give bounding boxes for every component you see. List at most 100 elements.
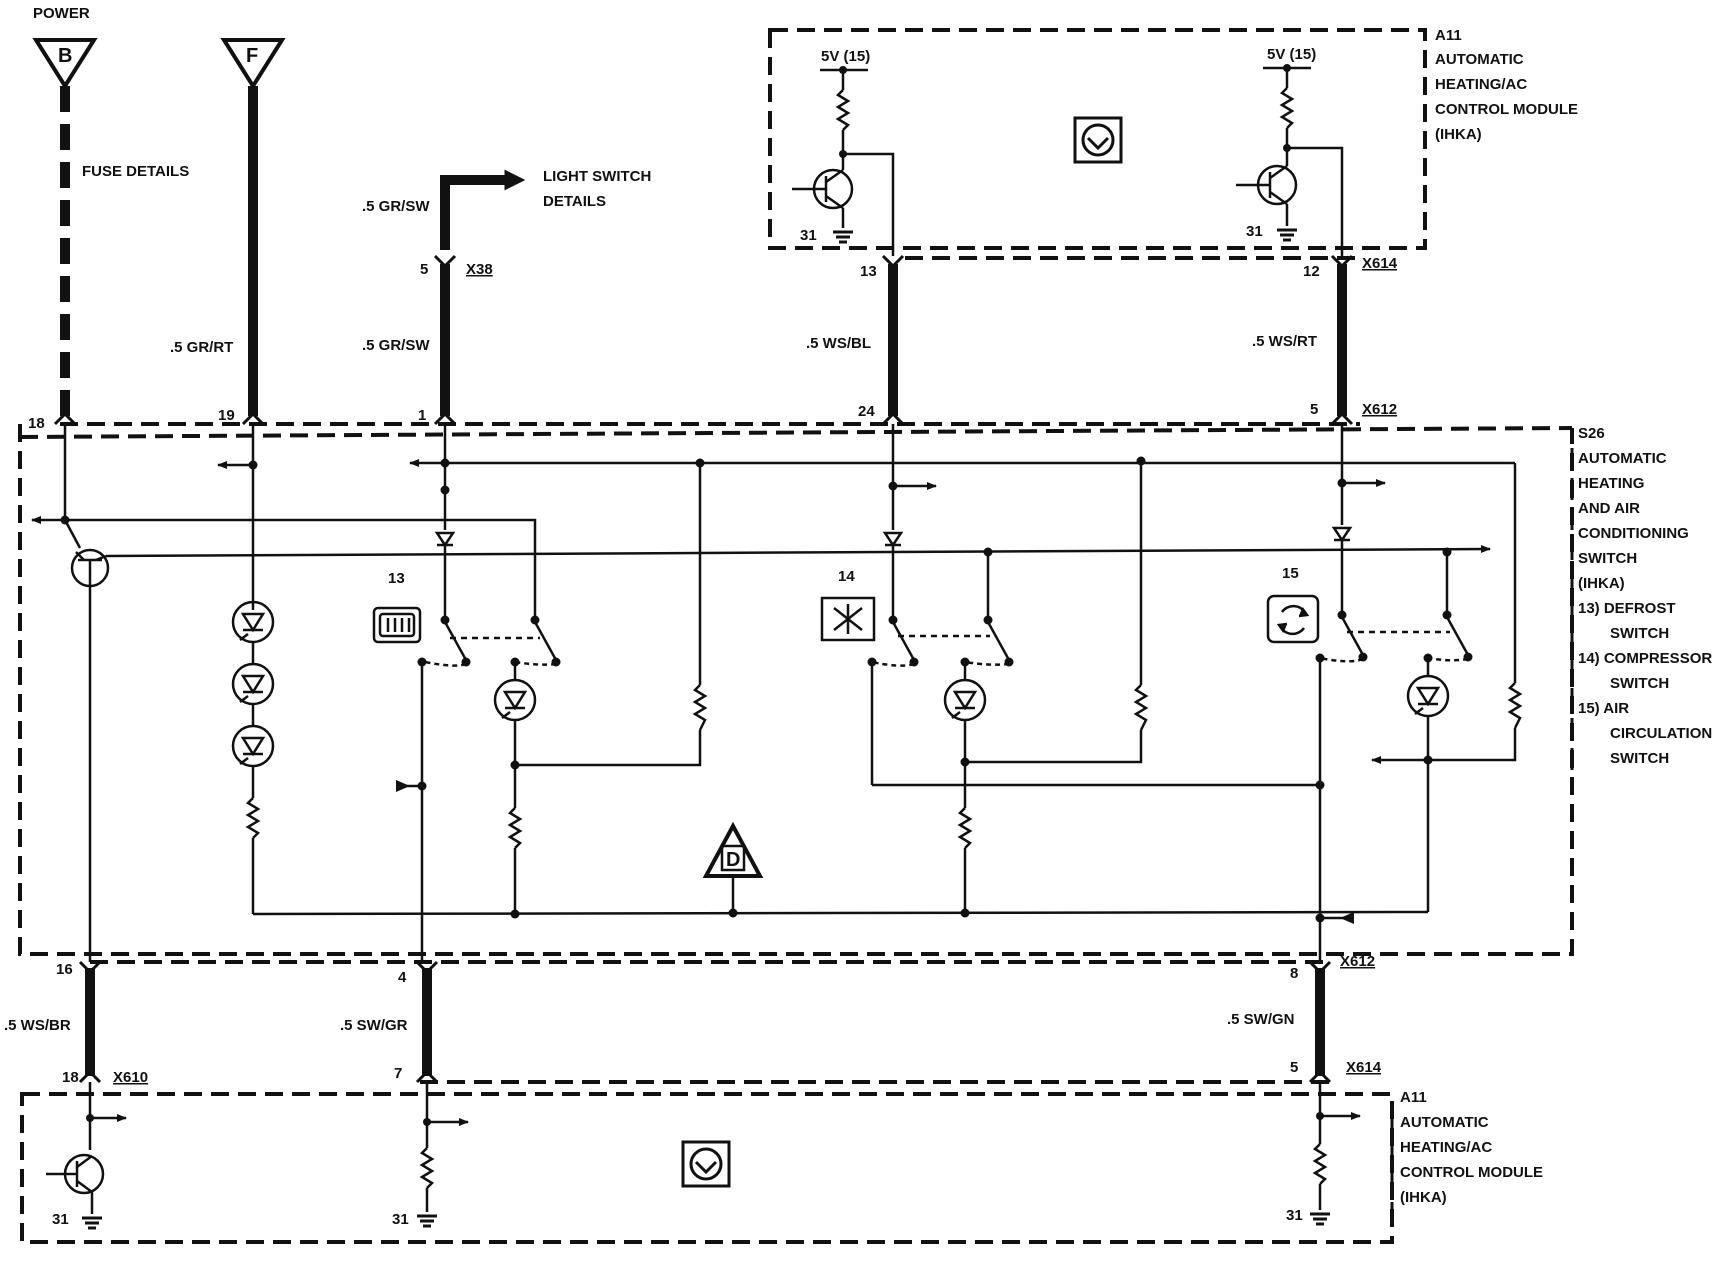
module-bottom-line-4: (IHKA) [1400, 1189, 1447, 1206]
ground-label-top-right: 31 [1246, 223, 1263, 240]
connector-chevron-icon [415, 1069, 439, 1084]
diode-icon [434, 531, 456, 548]
ground-label-bottom-1: 31 [52, 1211, 69, 1228]
indicator-led-icon [231, 662, 275, 706]
pullup-resistor-left [835, 89, 851, 131]
transistor-icon [63, 1153, 105, 1195]
pin-s26-19: 19 [218, 407, 235, 424]
connector-x612-top: X612 [1362, 401, 1397, 418]
ground-icon [833, 230, 853, 244]
control-module-symbol-icon [681, 1140, 731, 1188]
pin-a11-12: 12 [1303, 263, 1320, 280]
legend-compressor-switch: SWITCH [1610, 675, 1669, 692]
connector-x610: X610 [113, 1069, 148, 1086]
switch-unit-line-3: AND AIR [1578, 500, 1640, 517]
module-top-line-3: CONTROL MODULE [1435, 101, 1578, 118]
wire-label-gr-sw-lower: .5 GR/SW [362, 337, 430, 354]
transistor-icon [70, 548, 110, 588]
wire-label-gr-rt: .5 GR/RT [170, 339, 233, 356]
legend-air: 15) AIR [1578, 700, 1629, 717]
air-circulation-icon [1266, 594, 1320, 644]
defrost-led-resistor [507, 807, 523, 849]
indicator-led-icon [231, 724, 275, 768]
switch-unit-line-6: (IHKA) [1578, 575, 1625, 592]
compressor-resistor [1133, 684, 1149, 731]
power-terminal-b: B [32, 38, 98, 90]
supply-label-right: 5V (15) [1267, 46, 1316, 63]
connector-chevron-icon [78, 960, 102, 975]
module-top-outline [768, 28, 1427, 250]
led-resistor [245, 797, 261, 839]
fuse-details-label: FUSE DETAILS [82, 163, 189, 180]
module-top-line-1: AUTOMATIC [1435, 51, 1524, 68]
connector-x614-top: X614 [1362, 255, 1398, 272]
wire-label-ws-bl: .5 WS/BL [806, 335, 871, 352]
connector-x612-bottom: X612 [1340, 953, 1375, 970]
switch-number-15: 15 [1282, 565, 1299, 582]
transistor-icon [1256, 164, 1298, 206]
switch-unit-line-2: HEATING [1578, 475, 1644, 492]
connector-chevron-icon [241, 411, 265, 426]
module-top-line-4: (IHKA) [1435, 126, 1482, 143]
power-title: POWER [33, 5, 90, 22]
legend-air-switch: SWITCH [1610, 750, 1669, 767]
compressor-led-resistor [957, 807, 973, 849]
control-module-symbol-icon [1073, 116, 1123, 164]
pin-x38: 5 [420, 261, 428, 278]
switch-unit-line-5: SWITCH [1578, 550, 1637, 567]
light-switch-arrow-icon [504, 169, 526, 191]
connector-x38: X38 [466, 261, 493, 278]
ground-icon [417, 1214, 437, 1228]
connector-chevron-icon [1308, 960, 1332, 975]
connector-chevron-icon [78, 1069, 102, 1084]
pin-s26-18: 18 [28, 415, 45, 432]
module-bottom-line-3: CONTROL MODULE [1400, 1164, 1543, 1181]
supply-label-left: 5V (15) [821, 48, 870, 65]
power-terminal-f: F [220, 38, 286, 90]
legend-defrost: 13) DEFROST [1578, 600, 1676, 617]
wire-light-switch [440, 175, 506, 250]
diode-icon [882, 531, 904, 548]
legend-compressor: 14) COMPRESSOR [1578, 650, 1712, 667]
diagnosis-warning-icon: D [702, 821, 764, 878]
pin-a11-5: 5 [1290, 1059, 1298, 1076]
ground-icon [1310, 1212, 1330, 1226]
connector-chevron-icon [881, 411, 905, 426]
diode-icon [1331, 526, 1353, 543]
pullup-resistor-right [1279, 87, 1295, 129]
switch-number-14: 14 [838, 568, 855, 585]
connector-chevron-icon [415, 960, 439, 975]
light-switch-label-2: DETAILS [543, 193, 606, 210]
switch-unit-line-4: CONDITIONING [1578, 525, 1689, 542]
defrost-resistor [692, 684, 708, 731]
wire-label-sw-gn: .5 SW/GN [1227, 1011, 1295, 1028]
terminal-f-label: F [246, 45, 258, 67]
pin-s26-1: 1 [418, 407, 426, 424]
wire-label-sw-gr: .5 SW/GR [340, 1017, 408, 1034]
pin-a11-18: 18 [62, 1069, 79, 1086]
light-switch-label-1: LIGHT SWITCH [543, 168, 651, 185]
ground-label-bottom-2: 31 [392, 1211, 409, 1228]
connector-chevron-icon [881, 254, 905, 269]
ground-icon [82, 1216, 102, 1230]
switch-number-13: 13 [388, 570, 405, 587]
ground-label-bottom-3: 31 [1286, 1207, 1303, 1224]
module-bottom-outline [20, 1092, 1394, 1244]
module-bottom-ref: A11 [1400, 1089, 1427, 1106]
module-bottom-line-1: AUTOMATIC [1400, 1114, 1489, 1131]
connector-chevron-icon [1330, 254, 1354, 269]
pin-s26-4: 4 [398, 969, 407, 986]
pulldown-resistor [1312, 1143, 1328, 1185]
pin-s26-16: 16 [56, 961, 73, 978]
wire-label-ws-rt: .5 WS/RT [1252, 333, 1317, 350]
compressor-snowflake-icon [820, 596, 876, 642]
connector-chevron-icon [1330, 411, 1354, 426]
switch-unit-outline [18, 424, 1574, 956]
circulation-resistor [1507, 682, 1523, 729]
defrost-icon [372, 606, 422, 644]
indicator-led-icon [943, 678, 987, 722]
connector-chevron-icon [433, 254, 457, 269]
pin-a11-13: 13 [860, 263, 877, 280]
